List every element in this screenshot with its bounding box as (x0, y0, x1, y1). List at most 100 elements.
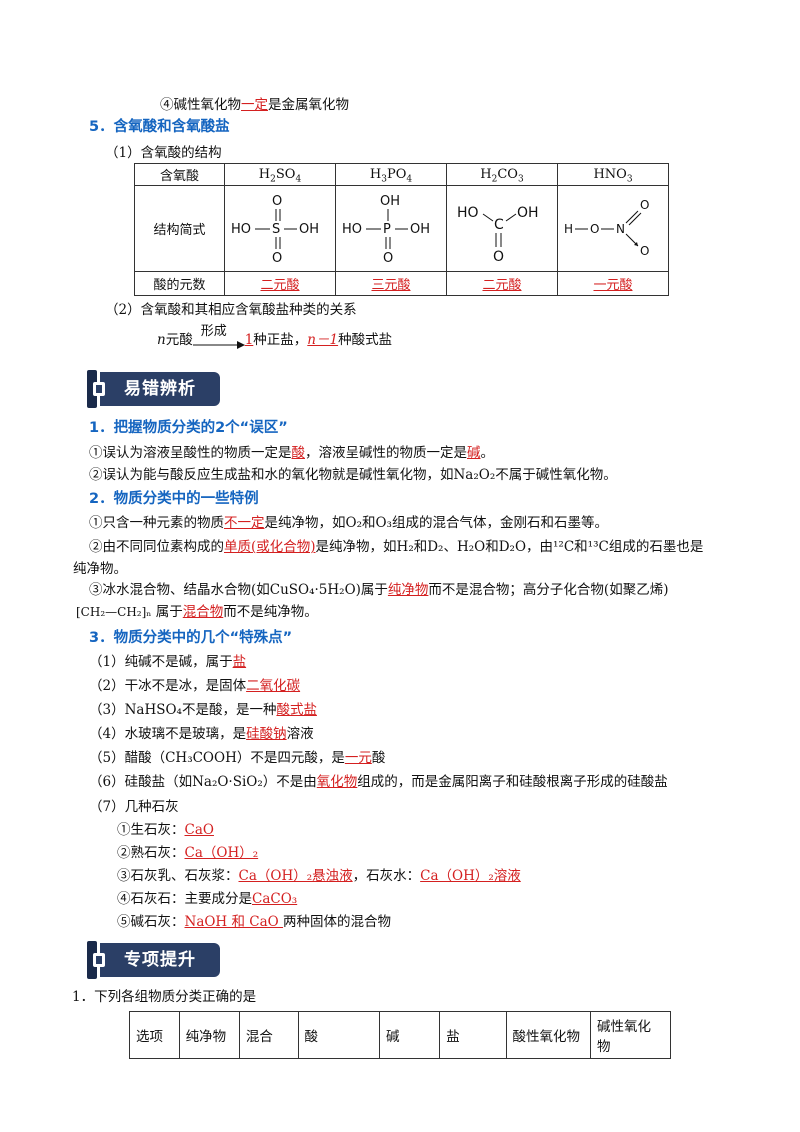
svg-text:O: O (272, 194, 282, 209)
section5-sub1: （1）含氧酸的结构 (105, 145, 222, 161)
s2-line4: [CH₂—CH₂]ₙ 属于混合物而不是纯净物。 (76, 602, 318, 622)
svg-text:OH: OH (380, 194, 400, 209)
lime-answer: Ca（OH）₂ (184, 845, 259, 861)
s1-l1-suffix: 。 (480, 445, 495, 461)
banner-bar (87, 941, 97, 979)
svg-text:O: O (590, 222, 599, 236)
s2-l2-suffix: 是纯净物，如H₂和D₂、H₂O和D₂O，由¹²C和¹³C组成的石墨也是 (315, 539, 704, 555)
rel-text1: 种正盐， (253, 332, 308, 348)
rel-answer2: n－1 (307, 332, 339, 348)
question1-header-cell: 酸 (297, 1011, 380, 1059)
s3-item-answer: 二氧化碳 (246, 678, 301, 694)
s3-item-text: 组成的，而是金属阳离子和硅酸根离子形成的硅酸盐 (357, 774, 668, 790)
s2-l1-prefix: ①只含一种元素的物质 (89, 515, 224, 531)
acid-h3po4: H3PO4 (335, 163, 447, 186)
svg-text:N: N (616, 222, 625, 236)
s3-item-text: （4）水玻璃不是玻璃，是 (89, 726, 247, 742)
section5-title: 5．含氧酸和含氧酸盐 (89, 119, 230, 135)
basicity-h3po4: 三元酸 (371, 278, 411, 293)
lime-text: ，石灰水： (352, 868, 421, 884)
rel-n: n (157, 332, 166, 348)
section5-sub2: （2）含氧酸和其相应含氧酸盐种类的关系 (105, 302, 357, 318)
arrow-label: 形成 (200, 323, 227, 339)
svg-text:O: O (640, 198, 649, 212)
intro-suffix: 是金属氧化物 (268, 97, 349, 113)
s1-l1-answer2: 碱 (467, 445, 481, 461)
lime-item: ②熟石灰：Ca（OH）₂ (117, 843, 258, 863)
s3-item-text: （3）NaHSO₄不是酸，是一种 (89, 702, 277, 718)
s2-l3-answer: 纯净物 (387, 582, 429, 598)
h2so4-structure-diagram: O HO S OH O (231, 194, 319, 266)
svg-text:O: O (272, 251, 282, 266)
svg-text:OH: OH (517, 205, 539, 221)
acid-hno3: HNO3 (557, 163, 669, 186)
s3-item-text: （6）硅酸盐（如Na₂O·SiO₂）不是由 (89, 774, 317, 790)
lime-item: ③石灰乳、石灰浆：Ca（OH）₂悬浊液，石灰水：Ca（OH）₂溶液 (117, 866, 521, 886)
rel-answer1: 1 (244, 332, 254, 348)
s2-l2-prefix: ②由不同同位素构成的 (89, 539, 224, 555)
acid-h2so4: H2SO4 (224, 163, 336, 186)
s3-item-answer: 酸式盐 (276, 702, 317, 718)
rel-yuan: 元酸 (165, 332, 193, 348)
svg-text:O: O (640, 244, 649, 258)
svg-text:O: O (383, 251, 393, 266)
acid-h2co3: H2CO3 (446, 163, 558, 186)
row-label-basicity: 酸的元数 (134, 271, 225, 296)
question1-header-cell: 盐 (439, 1011, 507, 1059)
intro-line: ④碱性氧化物一定是金属氧化物 (160, 95, 349, 115)
lime-item: ①生石灰：CaO (117, 820, 214, 840)
lime-answer: Ca（OH）₂溶液 (420, 868, 521, 884)
s1-line2: ②误认为能与酸反应生成盐和水的氧化物就是碱性氧化物，如Na₂O₂不属于碱性氧化物… (89, 467, 617, 483)
arrow-icon (192, 340, 245, 349)
s3-item-text: （1）纯碱不是碱，属于 (89, 654, 233, 670)
hno3-structure-diagram: H O N O O (564, 198, 649, 258)
s3-item-text: 酸 (371, 750, 386, 766)
question1-header-cell: 选项 (129, 1011, 180, 1059)
banner-title: 易错辨析 (100, 372, 220, 406)
s2-line2b: 纯净物。 (73, 561, 127, 577)
lime-item: ⑤碱石灰：NaOH 和 CaO 两种固体的混合物 (117, 912, 391, 932)
intro-prefix: ④碱性氧化物 (160, 97, 241, 113)
s2-title: 2．物质分类中的一些特例 (89, 491, 259, 507)
s1-line1: ①误认为溶液呈酸性的物质一定是酸，溶液呈碱性的物质一定是碱。 (89, 443, 494, 463)
question1-header-cell: 酸性氧化物 (505, 1011, 591, 1059)
s3-item7: （7）几种石灰 (89, 799, 179, 815)
s3-item: （4）水玻璃不是玻璃，是硅酸钠溶液 (89, 724, 314, 744)
lime-text: ②熟石灰： (117, 845, 185, 861)
structure-h3po4: OH HO P OH O (335, 185, 447, 272)
question1-header-cell: 纯净物 (178, 1011, 240, 1059)
row-label-structure: 结构简式 (134, 185, 225, 272)
svg-text:C: C (494, 217, 504, 233)
s2-l1-answer: 不一定 (224, 515, 265, 531)
s1-title: 1．把握物质分类的2个“误区” (89, 420, 288, 436)
lime-text: ③石灰乳、石灰浆： (117, 868, 239, 884)
lime-text: ①生石灰： (117, 822, 185, 838)
lime-answer: CaO (184, 822, 214, 838)
structure-h2so4: O HO S OH O (224, 185, 336, 272)
basicity-h2co3: 二元酸 (482, 278, 522, 293)
svg-text:HO: HO (457, 205, 479, 221)
banner-title: 专项提升 (100, 943, 220, 977)
s3-item-text: （2）干冰不是冰，是固体 (89, 678, 247, 694)
question1-table: 选项纯净物混合酸碱盐酸性氧化物碱性氧化物 (129, 1011, 672, 1059)
h3po4-structure-diagram: OH HO P OH O (342, 194, 430, 266)
s3-item: （5）醋酸（CH₃COOH）不是四元酸，是一元酸 (89, 748, 385, 768)
s2-line2: ②由不同同位素构成的单质(或化合物)是纯净物，如H₂和D₂、H₂O和D₂O，由¹… (89, 537, 703, 557)
lime-text: ⑤碱石灰： (117, 914, 185, 930)
lime-text: 两种固体的混合物 (283, 914, 392, 930)
svg-text:O: O (493, 249, 504, 265)
s3-item: （1）纯碱不是碱，属于盐 (89, 652, 246, 672)
banner-bar (87, 370, 97, 408)
s3-title: 3．物质分类中的几个“特殊点” (89, 630, 293, 646)
svg-text:OH: OH (299, 222, 319, 237)
question1-text: 1．下列各组物质分类正确的是 (72, 989, 257, 1005)
polyethylene-formula: [CH₂—CH₂]ₙ (76, 605, 152, 619)
s2-line1: ①只含一种元素的物质不一定是纯净物，如O₂和O₃组成的混合气体，金刚石和石墨等。 (89, 513, 608, 533)
question1-header-row: 选项纯净物混合酸碱盐酸性氧化物碱性氧化物 (129, 1011, 672, 1059)
oxyacid-structure-table: 含氧酸 H2SO4 H3PO4 H2CO3 HNO3 结构简式 O HO S O… (134, 163, 669, 296)
lime-text: ④石灰石：主要成分是 (117, 891, 252, 907)
svg-text:S: S (272, 222, 280, 237)
svg-text:OH: OH (410, 222, 430, 237)
banner-tick-inner (96, 956, 102, 964)
